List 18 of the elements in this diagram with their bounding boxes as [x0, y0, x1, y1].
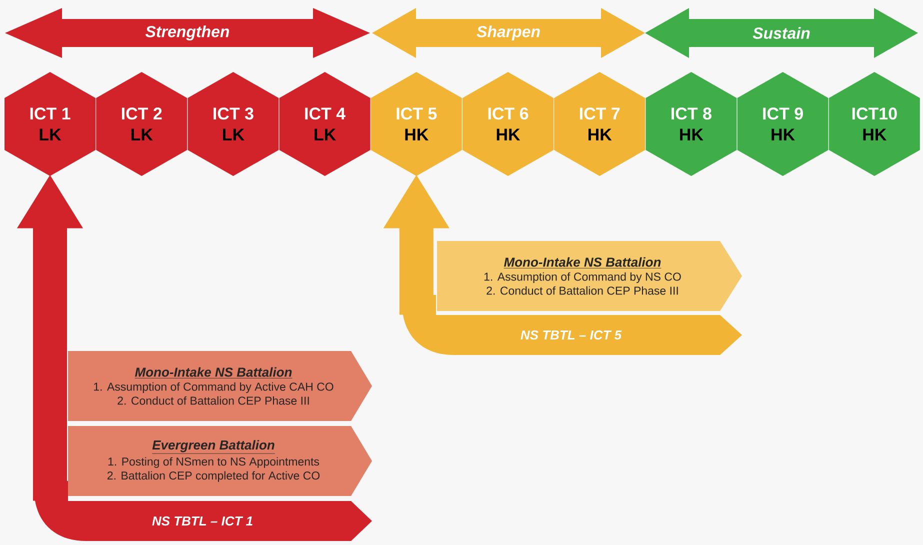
hexagon: ICT 5 HK — [370, 72, 462, 176]
hexagon: ICT 9 HK — [737, 72, 828, 176]
hexagon: ICT10 HK — [828, 72, 920, 176]
hexagon: ICT 4 LK — [279, 72, 370, 176]
chevron-box: Mono-Intake NS Battalion 1. Assumption of Command by NS CO 2. Conduct of Battalion CEP Phase III — [437, 241, 742, 311]
double-arrow-banner: Strengthen — [5, 8, 370, 58]
chevron-box: Mono-Intake NS Battalion 1. Assumption of Command by Active CAH CO 2. Conduct of Battalion CEP Phase III — [68, 351, 372, 421]
hexagon: ICT 2 LK — [96, 72, 188, 176]
hexagon: ICT 6 HK — [462, 72, 554, 176]
hexagon: ICT 8 HK — [646, 72, 737, 176]
chevron-box: Evergreen Battalion 1. Posting of NSmen to NS Appointments 2. Battalion CEP completed for Active CO — [68, 426, 372, 496]
hexagon: ICT 7 HK — [554, 72, 646, 176]
double-arrow-banner: Sharpen — [372, 8, 645, 58]
hexagon: ICT 1 LK — [4, 72, 96, 176]
arrow-bar: NS TBTL – ICT 5 — [402, 295, 742, 355]
double-arrow-banner: Sustain — [645, 8, 918, 58]
arrow-bar: NS TBTL – ICT 1 — [34, 481, 372, 541]
hexagon: ICT 3 LK — [188, 72, 279, 176]
